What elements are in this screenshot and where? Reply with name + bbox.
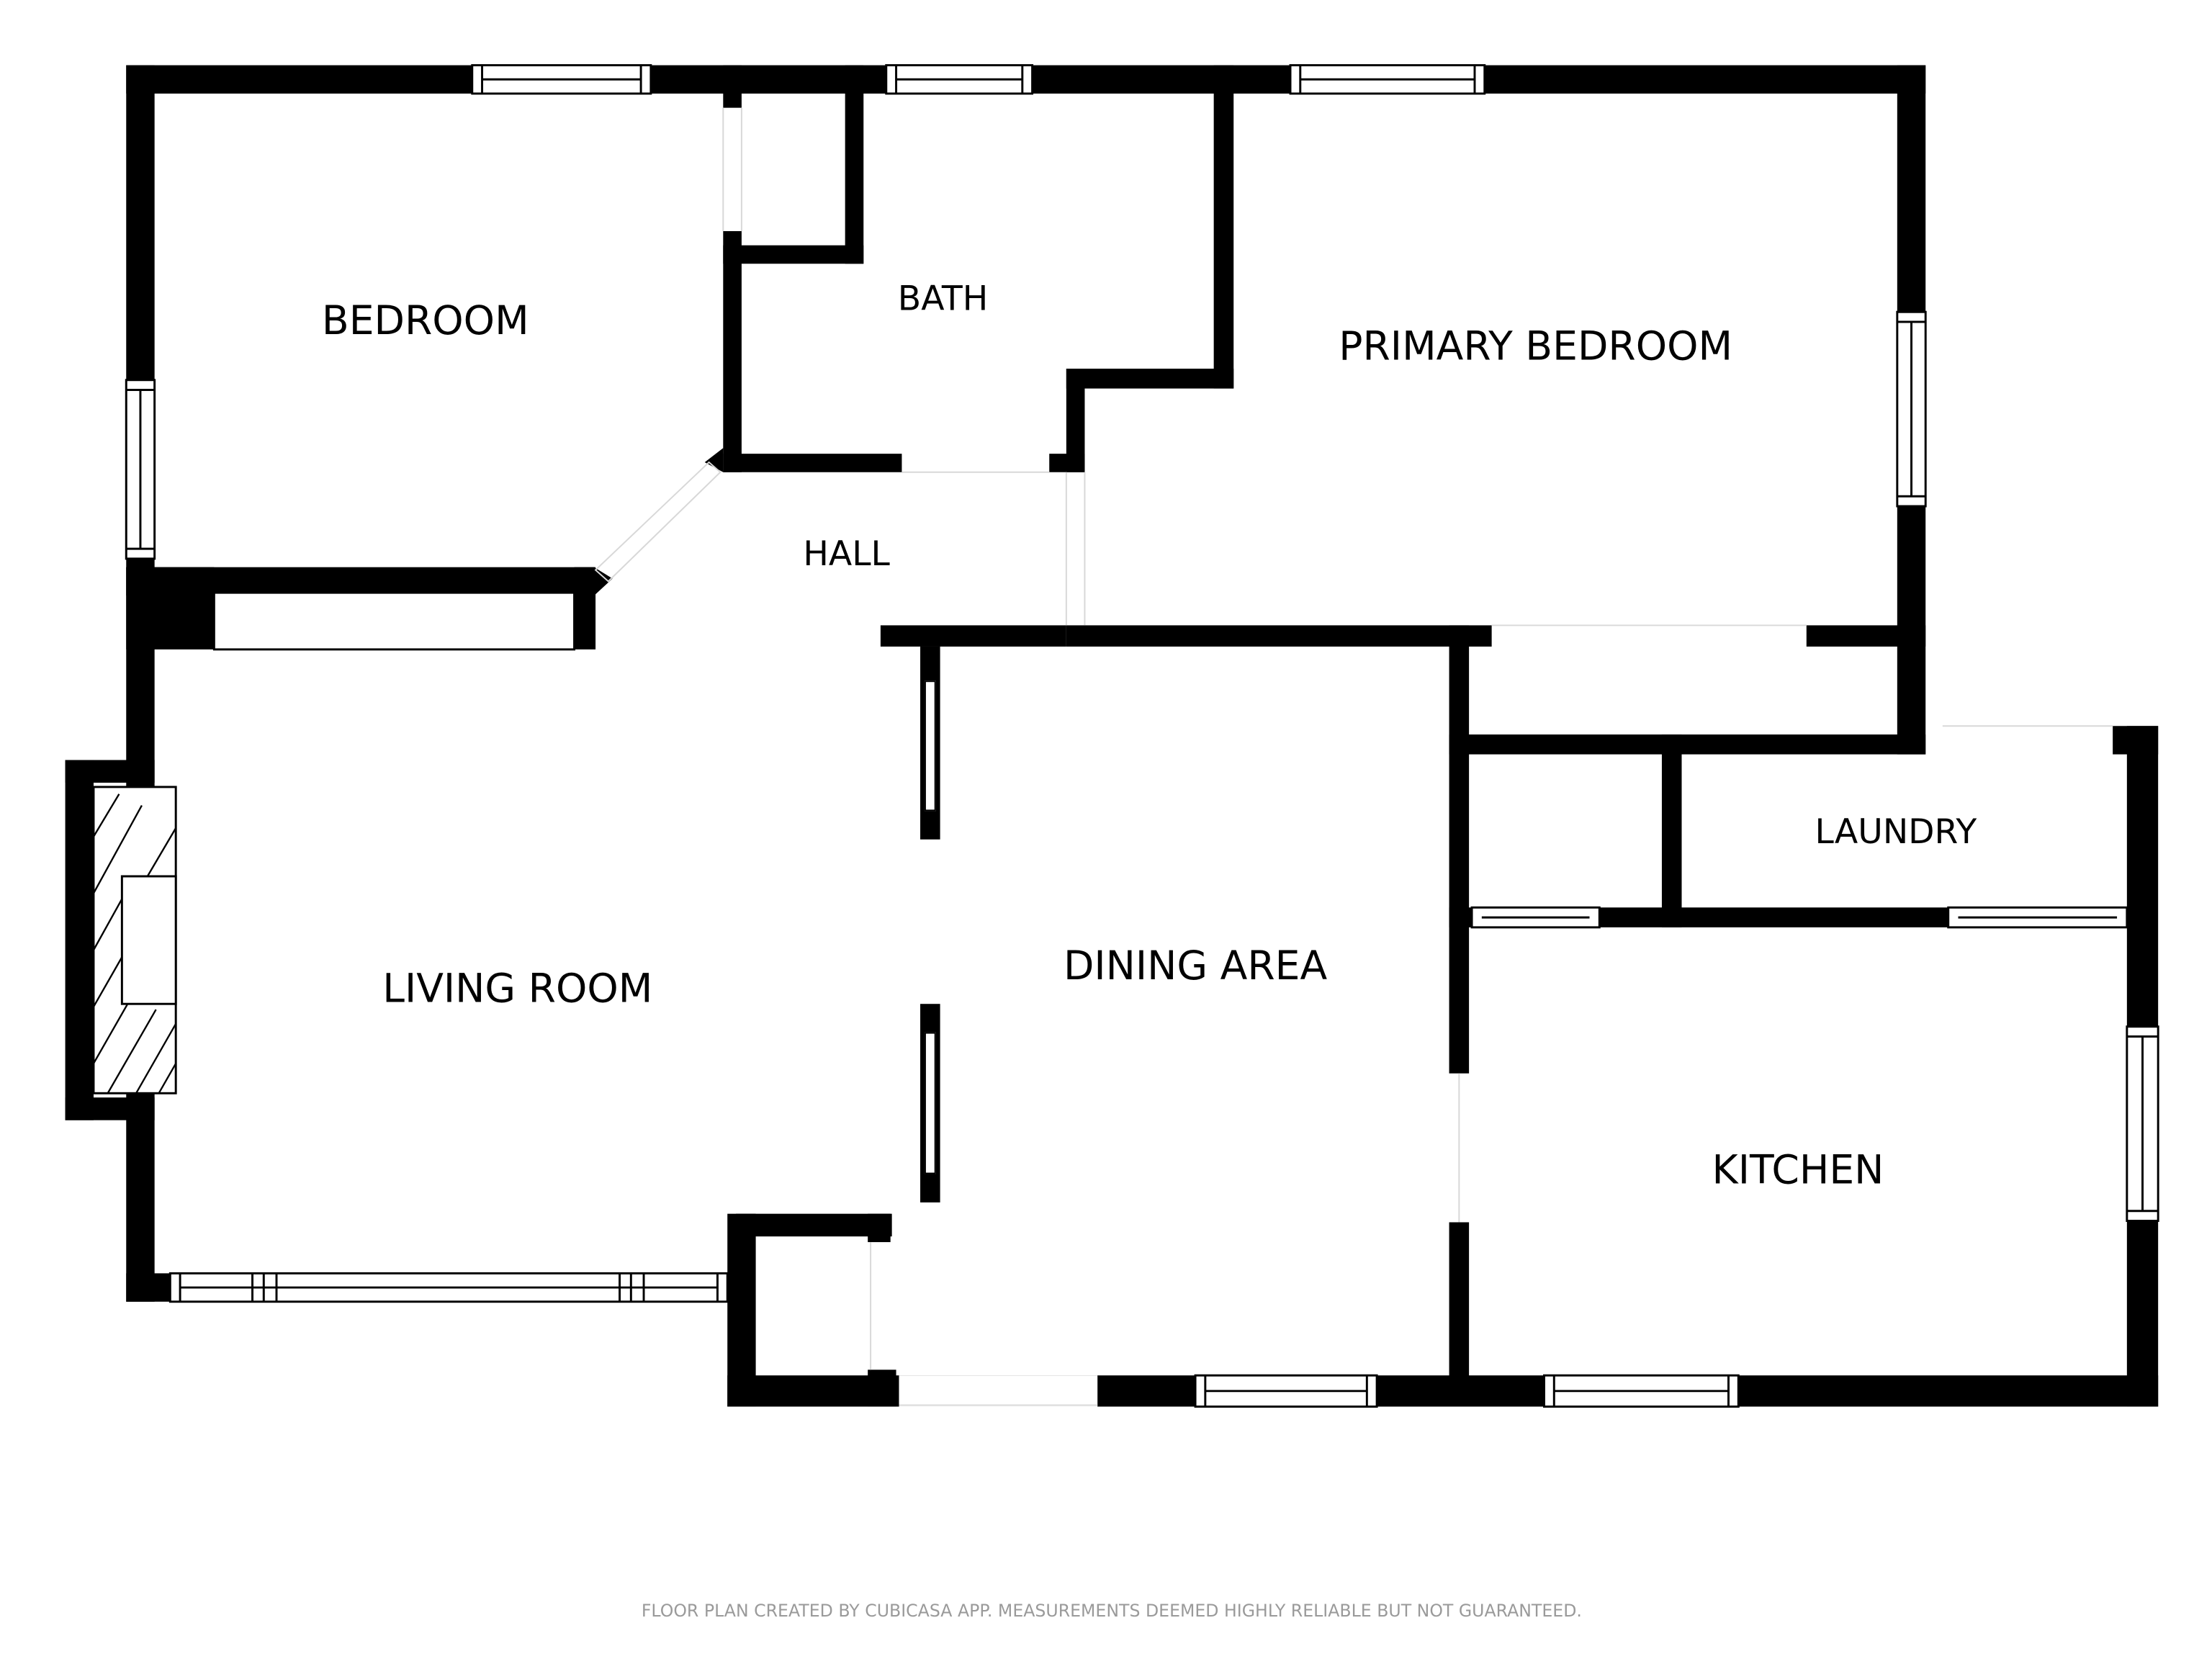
label-primary-bedroom: PRIMARY BEDROOM xyxy=(1339,324,1732,370)
label-hall: HALL xyxy=(803,534,890,574)
windows xyxy=(125,64,2159,1408)
label-living-room: LIVING ROOM xyxy=(382,966,652,1012)
fireplace-icon xyxy=(92,786,177,1094)
label-kitchen: KITCHEN xyxy=(1712,1148,1884,1194)
label-bath: BATH xyxy=(898,279,988,318)
room-labels: BEDROOM BATH PRIMARY BEDROOM HALL LIVING… xyxy=(322,279,1977,1193)
label-dining-area: DINING AREA xyxy=(1064,943,1328,989)
door-openings xyxy=(594,107,2113,1406)
label-bedroom: BEDROOM xyxy=(322,298,529,344)
label-laundry: LAUNDRY xyxy=(1815,812,1977,852)
disclaimer-text: FLOOR PLAN CREATED BY CUBICASA APP. MEAS… xyxy=(642,1601,1582,1621)
